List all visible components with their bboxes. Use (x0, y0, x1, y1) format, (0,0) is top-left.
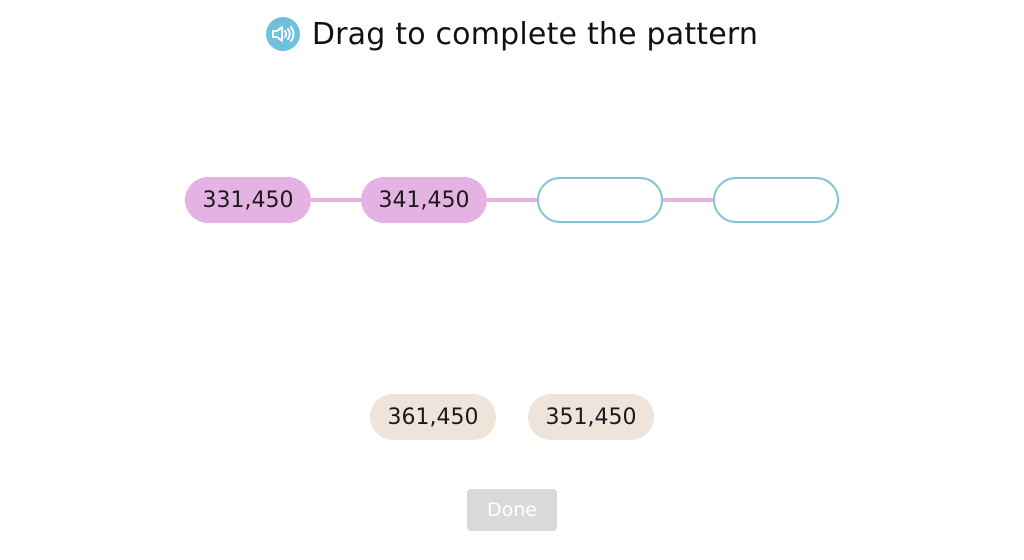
done-button[interactable]: Done (467, 489, 557, 531)
connector-line (487, 198, 537, 202)
pattern-term-2: 341,450 (361, 177, 487, 223)
pattern-sequence: 331,450 341,450 (185, 177, 839, 223)
draggable-option-2[interactable]: 351,450 (528, 394, 654, 440)
drop-slot-2[interactable] (713, 177, 839, 223)
draggable-option-1[interactable]: 361,450 (370, 394, 496, 440)
page-title: Drag to complete the pattern (311, 16, 759, 52)
connector-line (311, 198, 361, 202)
drop-slot-1[interactable] (537, 177, 663, 223)
pattern-term-1: 331,450 (185, 177, 311, 223)
header: Drag to complete the pattern (0, 12, 1024, 56)
speaker-icon[interactable] (265, 17, 300, 51)
answer-options: 361,450 351,450 (370, 394, 654, 440)
connector-line (663, 198, 713, 202)
